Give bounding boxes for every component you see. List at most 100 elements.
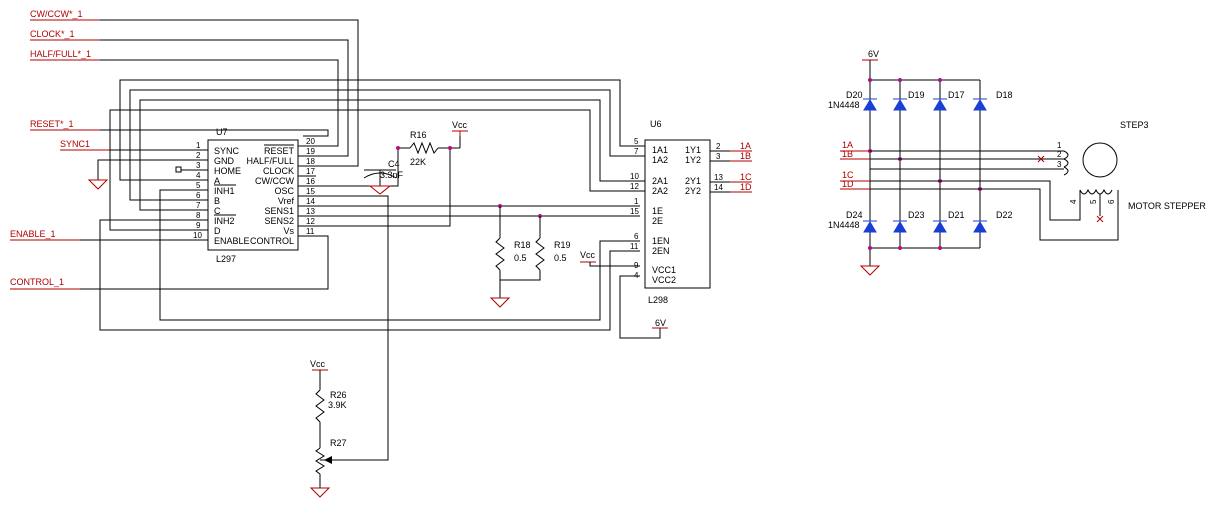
r16-value: 22K	[410, 157, 426, 167]
u7-pin-num: 12	[306, 217, 315, 226]
u7-pin-name: Vref	[278, 196, 295, 206]
u7-pin-name: SENS2	[264, 216, 294, 226]
u7-pin-num: 14	[306, 197, 315, 206]
u7-pin-name: INH2	[214, 216, 235, 226]
u7-pin-name: INH1	[214, 186, 235, 196]
u6-pin-name: VCC2	[652, 275, 676, 285]
u6-pin-name: VCC1	[652, 265, 676, 275]
stepper-motor: STEP3 1 2 3 4 5 6 MOTOR STEPPER	[1037, 120, 1206, 223]
diode-d19	[893, 99, 907, 111]
net-label-control: CONTROL_1	[10, 277, 64, 287]
u6-body	[644, 139, 711, 289]
vref-network: Vcc R26 3.9K R27	[309, 195, 389, 498]
u6-pin-name: 2Y2	[685, 186, 701, 196]
u7-pin-name: ENABLE	[214, 236, 250, 246]
u7-pin-name: A	[214, 176, 220, 186]
u7-pin-num: 6	[196, 191, 201, 200]
motor-nets: 1A 1B 1C 1D	[840, 140, 1119, 241]
u7-pin-name: SYNC	[214, 146, 240, 156]
vcc-label: Vcc	[580, 250, 596, 260]
net-label-1d: 1D	[842, 179, 854, 189]
junction-dot	[448, 146, 452, 150]
junction-dot	[396, 146, 400, 150]
u6-pin-num: 6	[634, 232, 639, 241]
u7-pin-num: 3	[196, 161, 201, 170]
diode-d22	[973, 221, 987, 233]
u6-part: L298	[648, 295, 668, 305]
d19-ref: D19	[908, 90, 925, 100]
d24-ref: D24	[846, 210, 863, 220]
net-label-clock: CLOCK*_1	[30, 29, 75, 39]
r18-value: 0.5	[514, 253, 527, 263]
diode-d20	[863, 99, 877, 111]
u7-pin-name: GND	[214, 156, 235, 166]
step-pin: 6	[1107, 199, 1116, 204]
u7-pin-name: CONTROL	[250, 236, 294, 246]
diode-d18	[973, 99, 987, 111]
u7-pin-num: 5	[196, 181, 201, 190]
d21-ref: D21	[948, 210, 965, 220]
u6-pin-name: 2EN	[652, 246, 670, 256]
u6-pin-name: 1Y2	[685, 155, 701, 165]
u7-pin-num: 4	[196, 171, 201, 180]
net-label-1c: 1C	[740, 172, 752, 182]
u6-pin-num: 1	[634, 197, 639, 206]
u7-pin-num: 13	[306, 207, 315, 216]
osc-network: C4 3.3nF R16 22K Vcc	[316, 120, 468, 195]
u7-pin-name: HALF/FULL	[246, 156, 294, 166]
vcc-label: Vcc	[310, 359, 326, 369]
u7-pin-name: RESET	[264, 146, 295, 156]
vcc-label: Vcc	[452, 120, 468, 130]
u7-pin-name: Vs	[283, 226, 294, 236]
u6-vcc: Vcc 6V	[580, 250, 668, 339]
u6-pin-num: 14	[714, 183, 723, 192]
step-pin: 5	[1089, 199, 1098, 204]
u7-pin-num: 7	[196, 201, 201, 210]
d22-ref: D22	[996, 210, 1013, 220]
u6-pin-num: 10	[630, 172, 639, 181]
net-label-reset: RESET*_1	[30, 119, 74, 129]
v6-label: 6V	[655, 318, 666, 328]
net-label-1d: 1D	[740, 182, 752, 192]
gnd-u7	[87, 159, 190, 190]
u7-left-stubs	[190, 149, 208, 241]
net-label-1b: 1B	[842, 149, 853, 159]
u7-pin-name: C	[214, 206, 221, 216]
r26-ref: R26	[330, 390, 347, 400]
u7-pin-num: 1	[196, 141, 201, 150]
u7-right-pins: RESET 20 HALF/FULL 19 CLOCK 18 CW/CCW 17…	[246, 137, 315, 246]
u7-pin-name: CLOCK	[263, 166, 294, 176]
net-label-1a: 1A	[842, 140, 853, 150]
step-pin: 4	[1069, 199, 1078, 204]
u6-pin-name: 1A1	[652, 145, 668, 155]
u6-pin-name: 2A1	[652, 176, 668, 186]
r16-ref: R16	[410, 130, 427, 140]
step-ref: STEP3	[1120, 120, 1149, 130]
step-pin: 1	[1057, 141, 1062, 150]
u6-pin-num: 2	[716, 142, 721, 151]
u7-ref: U7	[216, 127, 228, 137]
u7-pin-num: 8	[196, 211, 201, 220]
u7-body	[207, 139, 299, 251]
u7-left-pins: 1 SYNC 2 GND 3 HOME 4 A 5 INH1 6 B 7 C 8…	[193, 141, 250, 246]
diode-d23	[893, 221, 907, 233]
d17-ref: D17	[948, 90, 965, 100]
v6-label: 6V	[868, 49, 879, 59]
u7-pin-name: D	[214, 226, 221, 236]
r26-value: 3.9K	[328, 400, 347, 410]
step-pin: 3	[1057, 160, 1062, 169]
u6-pin-num: 9	[634, 261, 639, 270]
u7-pin-num: 2	[196, 151, 201, 160]
d23-ref: D23	[908, 210, 925, 220]
diode-bridge: 6V D20 1N444	[828, 49, 1013, 276]
u7-pin-num: 19	[306, 147, 315, 156]
net-label-sync: SYNC1	[60, 139, 90, 149]
u6-l298: U6 L298	[644, 119, 711, 305]
net-label-halffull: HALF/FULL*_1	[30, 49, 91, 59]
u6-right-pins: 1Y1 2 1Y2 3 2Y1 13 2Y2 14 1A 1B 1C 1D	[685, 141, 752, 196]
u6-ref: U6	[650, 119, 662, 129]
u6-pin-num: 12	[630, 182, 639, 191]
u7-pin-name: OSC	[274, 186, 294, 196]
u6-left-pins: 5 1A1 7 1A2 10 2A1 12 2A2 1 1E 15 2E 6 1…	[628, 137, 676, 285]
